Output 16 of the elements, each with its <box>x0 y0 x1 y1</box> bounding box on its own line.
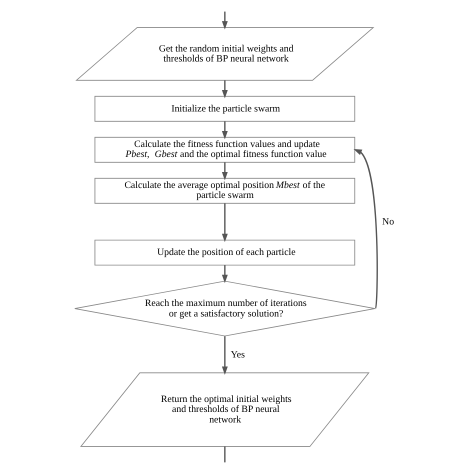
arrow <box>222 203 228 242</box>
node-box: Calculate the fitness function values and update Pbest, Gbest and the optimal fitness function value <box>94 136 356 163</box>
node-diamond: Reach the maximum number of iterations or get a satisfactory solution? <box>74 280 376 336</box>
arrow <box>222 162 228 180</box>
node-box: Initialize the particle swarm <box>94 96 356 122</box>
connector <box>224 446 226 462</box>
arrow <box>222 265 228 284</box>
arrow <box>222 336 228 375</box>
arrow <box>354 148 378 309</box>
node-box: Calculate the average optimal position Mbest of the particle swarm <box>94 178 356 204</box>
arrow <box>222 12 228 30</box>
edge-label: No <box>382 216 394 228</box>
arrow <box>222 121 228 140</box>
node-box: Update the position of each particle <box>94 240 356 266</box>
edge-label: Yes <box>230 349 245 360</box>
arrow <box>222 80 228 98</box>
